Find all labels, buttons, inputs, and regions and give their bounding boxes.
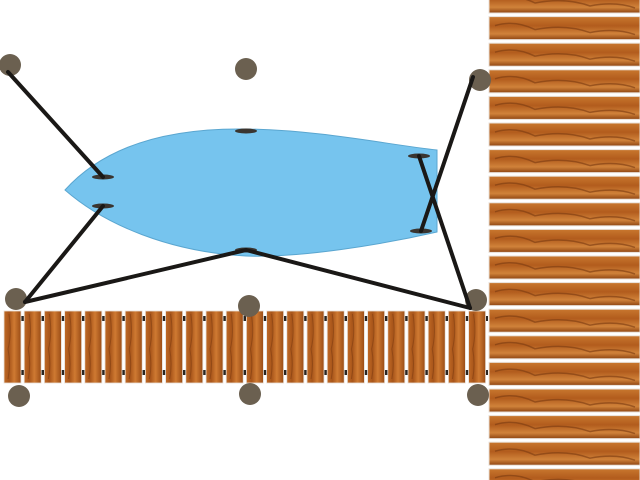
rope[interactable] (6, 70, 105, 179)
mooring-post[interactable] (5, 288, 27, 310)
mooring-post[interactable] (0, 54, 21, 76)
wood-grain (494, 129, 636, 142)
rope[interactable] (23, 248, 248, 304)
dock-plank (407, 310, 426, 384)
wood-grain (27, 313, 31, 380)
wood-grain (330, 313, 334, 380)
mooring-post[interactable] (467, 384, 489, 406)
wood-grain (431, 313, 435, 380)
boat[interactable] (64, 128, 438, 257)
dock-plank (245, 310, 264, 384)
wood-grain (494, 421, 636, 435)
dock-plank (124, 310, 143, 384)
rope[interactable] (417, 154, 472, 310)
dock-plank (468, 310, 487, 384)
cleat[interactable] (235, 128, 257, 134)
dock-plank (225, 310, 244, 384)
wood-grain (494, 448, 636, 461)
wood-grain (229, 313, 233, 380)
mooring-post[interactable] (239, 383, 261, 405)
dock-plank (185, 310, 204, 384)
wood-grain (310, 313, 314, 380)
wood-grain (525, 0, 636, 9)
dock-plank (165, 310, 184, 384)
dock-plank (3, 310, 22, 384)
wood-grain (350, 313, 355, 380)
wood-grain (47, 313, 52, 380)
wood-grain (391, 313, 395, 380)
wood-grain (494, 49, 636, 62)
mooring-posts (0, 54, 491, 407)
dock-plank (23, 310, 42, 384)
mooring-post[interactable] (238, 295, 260, 317)
rope[interactable] (23, 204, 105, 304)
wood-grain (494, 288, 636, 302)
pier-plank (488, 468, 640, 480)
dock-plank (427, 310, 446, 384)
dock-plank (447, 310, 466, 384)
dock-plank (144, 310, 163, 384)
wood-grain (108, 313, 112, 380)
wood-grain (128, 313, 132, 380)
wood-grain (209, 313, 213, 380)
wood-grain (451, 313, 456, 380)
dock-plank (306, 310, 325, 384)
wood-grain (249, 313, 254, 380)
wood-grain (494, 395, 636, 408)
wood-grain (371, 313, 375, 380)
wood-grain (494, 182, 636, 195)
dock-plank (326, 310, 345, 384)
mooring-post[interactable] (469, 69, 491, 91)
wood-grain (494, 102, 636, 116)
wood-grain (494, 208, 636, 222)
right-pier (488, 0, 640, 480)
dock-plank (84, 310, 103, 384)
wood-grain (7, 313, 11, 380)
mooring-ropes (6, 70, 475, 310)
dock-plank (387, 310, 406, 384)
wood-grain (494, 235, 636, 249)
rope[interactable] (419, 75, 475, 233)
rope[interactable] (244, 248, 472, 310)
dock-plank (346, 310, 365, 384)
dock-plank (64, 310, 82, 384)
wood-grain (148, 313, 153, 380)
wood-grain (411, 313, 415, 380)
dock-plank (286, 310, 305, 384)
mooring-post[interactable] (8, 385, 30, 407)
wood-grain (472, 313, 476, 380)
wood-grain (88, 313, 92, 380)
dock-plank (44, 310, 62, 384)
bottom-dock (3, 310, 488, 384)
wood-grain (494, 315, 636, 328)
wood-grain (494, 22, 636, 36)
wood-grain (494, 341, 636, 355)
dock-plank (266, 310, 285, 384)
wood-grain (494, 368, 636, 382)
pier-plank (488, 0, 640, 14)
wood-grain (270, 313, 274, 380)
wood-grain (189, 313, 193, 380)
dock-plank (205, 310, 224, 384)
dock-plank (367, 310, 386, 384)
dock-plank (104, 310, 123, 384)
wood-grain (494, 155, 636, 169)
wood-grain (494, 75, 636, 89)
wood-grain (494, 262, 636, 275)
mooring-post[interactable] (235, 58, 257, 80)
wood-grain (68, 313, 72, 380)
wood-grain (290, 313, 294, 380)
wood-grain (169, 313, 173, 380)
